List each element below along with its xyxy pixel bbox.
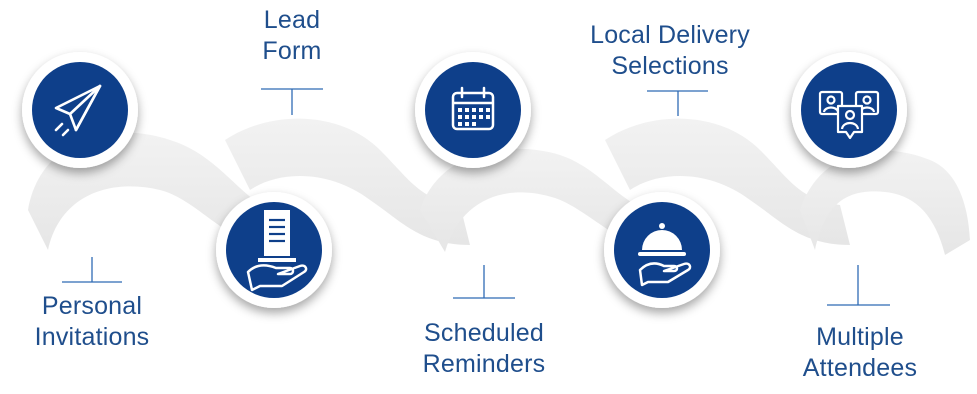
ribbon-segment-3 bbox=[420, 148, 665, 252]
form-on-hand-icon bbox=[246, 210, 308, 292]
label-line: Scheduled bbox=[424, 319, 544, 347]
serving-cloche-hand-icon bbox=[638, 223, 692, 287]
connector-scheduled-reminders bbox=[453, 265, 515, 299]
label-line: Personal bbox=[41, 292, 143, 320]
connectors bbox=[62, 88, 890, 306]
ribbon-segment-4 bbox=[605, 118, 850, 245]
connector-personal-invitations bbox=[62, 257, 122, 283]
step-scheduled-reminders-circle[interactable] bbox=[415, 52, 531, 168]
calendar-icon bbox=[451, 86, 495, 131]
label-line: Form bbox=[262, 37, 322, 65]
step-multiple-attendees-circle[interactable] bbox=[791, 52, 907, 168]
label-scheduled-reminders: Scheduled Reminders bbox=[404, 318, 564, 380]
label-local-delivery: Local Delivery Selections bbox=[570, 20, 770, 82]
label-personal-invitations: Personal Invitations bbox=[10, 291, 174, 353]
connector-lead-form bbox=[261, 88, 323, 115]
ribbon-segment-5 bbox=[800, 150, 970, 255]
step-lead-form-circle[interactable] bbox=[216, 192, 332, 308]
label-line: Selections bbox=[611, 52, 729, 80]
paper-plane-icon bbox=[54, 84, 102, 137]
ribbon-segment-2 bbox=[225, 118, 470, 245]
label-line: Reminders bbox=[422, 350, 546, 378]
label-line: Invitations bbox=[34, 323, 150, 351]
label-line: Local Delivery bbox=[590, 21, 750, 49]
label-line: Lead bbox=[263, 6, 321, 34]
label-line: Attendees bbox=[802, 354, 918, 382]
connector-multiple-attendees bbox=[827, 265, 890, 306]
step-local-delivery-circle[interactable] bbox=[604, 192, 720, 308]
label-lead-form: Lead Form bbox=[222, 5, 362, 67]
connector-local-delivery bbox=[647, 90, 708, 116]
step-personal-invitations-circle[interactable] bbox=[22, 52, 138, 168]
attendees-icon bbox=[818, 90, 880, 140]
label-line: Multiple bbox=[816, 323, 904, 351]
label-multiple-attendees: Multiple Attendees bbox=[780, 322, 940, 384]
